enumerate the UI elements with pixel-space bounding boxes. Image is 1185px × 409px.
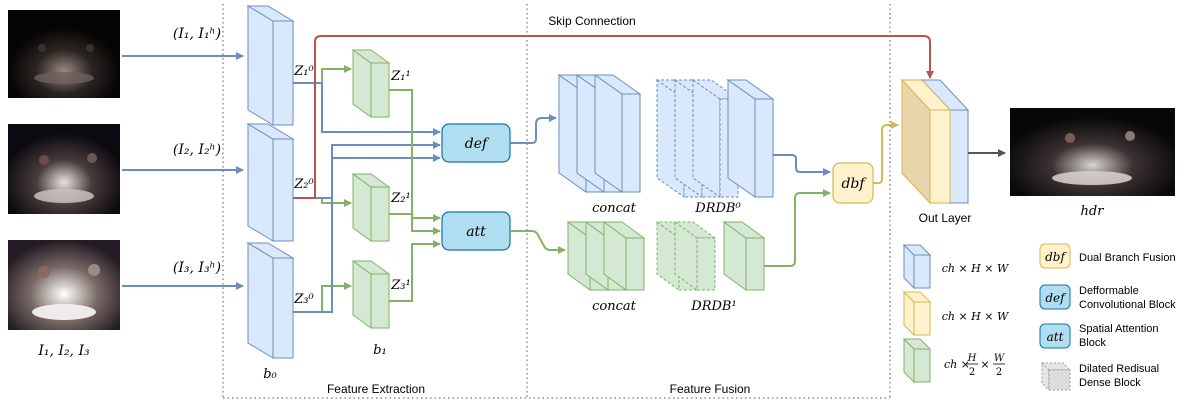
legend-green-tensor	[902, 337, 932, 384]
z1-0-label: Z₁⁰	[293, 64, 314, 79]
drdb1-block	[655, 221, 766, 291]
legend-drdb-cube	[1040, 361, 1072, 392]
edge-b1-1-to-att	[389, 89, 441, 222]
concat-top-slab-3	[593, 74, 642, 193]
edge-b1-3-to-att	[389, 240, 441, 302]
skip-connection-arrow	[293, 35, 934, 199]
encoder-b0-slab-2	[246, 123, 295, 242]
encoder-b0-slab-1	[246, 5, 295, 126]
dbf-block-label: dbf	[841, 176, 867, 192]
section-dividers	[222, 4, 891, 399]
edge-def-to-concat	[510, 114, 557, 144]
concat-bottom-slab-3	[602, 221, 646, 291]
legend: ch × H × W ch × H × W ch × H 2 × W 2 dbf…	[902, 243, 1176, 392]
legend-drdb-text-1: Dilated Redisual	[1079, 363, 1159, 375]
legend-def-text-2: Convolutional Block	[1079, 299, 1176, 311]
drdb0-block	[655, 79, 775, 198]
edge-dbf-to-out	[873, 121, 899, 184]
legend-att-text-2: Block	[1079, 337, 1106, 349]
att-block-label: att	[466, 224, 486, 240]
encoder-b0	[246, 5, 295, 359]
legend-yellow-tensor	[902, 290, 932, 337]
legend-def-text-1: Defformable	[1079, 285, 1139, 297]
legend-yellow-dims: ch × H × W	[942, 310, 1010, 323]
drdb1-dense-layers	[655, 221, 717, 291]
drdb1-output-layer	[722, 221, 766, 291]
encoder-b0-slab-3	[246, 242, 295, 359]
legend-dbf-text: Dual Branch Fusion	[1079, 252, 1176, 264]
feature-fusion-label: Feature Fusion	[670, 382, 751, 396]
out-layer-label: Out Layer	[919, 211, 972, 225]
edge-drdb1-to-dbf	[764, 189, 831, 267]
z1-1-label: Z₁¹	[390, 69, 410, 84]
encoder-b1-label: b₁	[373, 343, 387, 358]
edge-b1-2-to-att	[389, 213, 441, 235]
input-arrows	[122, 52, 244, 290]
concat-top-block	[557, 74, 642, 193]
legend-att-symbol: att	[1047, 330, 1064, 344]
legend-blue-tensor	[902, 243, 932, 290]
legend-green-H: H	[967, 353, 977, 364]
drdb0-output-layer	[726, 79, 775, 198]
concat-top-label: concat	[592, 201, 637, 216]
legend-def-symbol: def	[1045, 291, 1067, 305]
feature-extraction-label: Feature Extraction	[327, 382, 425, 396]
concat-bottom-block	[566, 221, 646, 291]
legend-green-dims: ch × H 2 × W 2	[944, 353, 1005, 378]
drdb1-label: DRDB¹	[690, 299, 736, 314]
skip-connection-label: Skip Connection	[548, 14, 635, 28]
b1-to-att-connections	[389, 89, 441, 302]
encoder-b1	[351, 49, 391, 329]
input-pair-2-label: (I₂, I₂ʰ)	[173, 142, 221, 158]
input-pair-3-label: (I₃, I₃ʰ)	[173, 260, 221, 276]
inputs-caption: I₁, I₂, I₃	[37, 343, 90, 359]
legend-green-div-1: 2	[969, 367, 975, 378]
att-block: att	[441, 211, 511, 251]
input-image-1	[8, 10, 120, 98]
z3-1-label: Z₃¹	[390, 278, 410, 293]
legend-green-div-2: 2	[996, 367, 1002, 378]
def-block: def	[441, 123, 511, 163]
legend-def: def Defformable Convolutional Block	[1039, 284, 1176, 311]
encoder-b1-slab-3	[351, 260, 391, 329]
legend-blue-dims: ch × H × W	[942, 262, 1010, 275]
drdb0-dense-layers	[655, 79, 740, 198]
out-layer-face	[901, 78, 931, 205]
legend-drdb-text-2: Dense Block	[1079, 377, 1141, 389]
dbf-block: dbf	[832, 162, 874, 204]
input-image-3	[8, 240, 120, 330]
legend-att-text-1: Spatial Attention	[1079, 323, 1159, 335]
z3-0-label: Z₃⁰	[293, 292, 314, 307]
input-image-2	[8, 124, 120, 214]
def-block-label: def	[465, 136, 490, 152]
edge-att-to-concat	[510, 230, 566, 254]
edge-drdb0-to-dbf	[773, 154, 831, 176]
hdr-label: hdr	[1081, 204, 1105, 219]
legend-green-W: W	[994, 353, 1005, 364]
legend-dbf-symbol: dbf	[1045, 250, 1067, 264]
legend-att: att Spatial Attention Block	[1039, 323, 1159, 349]
z2-0-label: Z₂⁰	[293, 177, 314, 192]
hdr-output-image	[1010, 108, 1175, 196]
edge-z1-to-def	[293, 82, 441, 136]
concat-bottom-label: concat	[592, 299, 637, 314]
edge-z3-to-def	[293, 154, 441, 313]
legend-dbf: dbf Dual Branch Fusion	[1039, 243, 1176, 269]
out-layer-block	[900, 78, 970, 205]
legend-green-times: ×	[980, 358, 989, 371]
encoder-b1-slab-2	[351, 173, 391, 242]
legend-drdb: Dilated Redisual Dense Block	[1040, 361, 1159, 392]
legend-green-dims-prefix: ch ×	[944, 358, 970, 371]
z2-1-label: Z₂¹	[390, 191, 410, 206]
input-pair-1-label: (I₁, I₁ʰ)	[173, 26, 221, 42]
drdb0-label: DRDB⁰	[694, 201, 741, 216]
encoder-b1-slab-1	[351, 49, 391, 118]
encoder-b0-label: b₀	[263, 367, 277, 382]
